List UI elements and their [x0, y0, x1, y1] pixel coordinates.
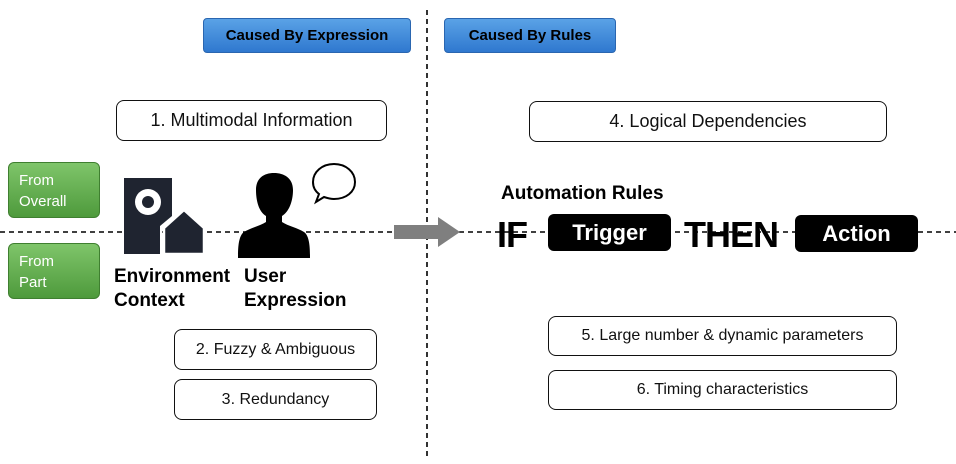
user-expression-label: User Expression — [244, 265, 354, 313]
tag-from-part: From Part — [8, 243, 100, 299]
environment-context-icon — [124, 178, 206, 256]
environment-context-label-line1: Environment — [114, 266, 231, 287]
user-expression-label-line2: Expression — [244, 290, 347, 311]
box-multimodal-information: 1. Multimodal Information — [116, 100, 387, 141]
box-logical-dependencies: 4. Logical Dependencies — [529, 101, 887, 142]
right-arrow-icon — [394, 217, 460, 247]
tag-from-part-line1: From — [19, 253, 54, 270]
user-expression-label-line1: User — [244, 266, 287, 287]
tag-from-overall-line1: From — [19, 172, 54, 189]
user-speaking-icon — [238, 162, 357, 258]
rule-if-keyword: IF — [497, 214, 528, 255]
tag-from-part-line2: Part — [19, 274, 47, 291]
environment-context-label-line2: Context — [114, 290, 185, 311]
rule-then-keyword: THEN — [684, 214, 779, 255]
box-timing-characteristics: 6. Timing characteristics — [548, 370, 897, 410]
environment-context-label: Environment Context — [114, 265, 244, 313]
box-large-number-parameters: 5. Large number & dynamic parameters — [548, 316, 897, 356]
box-fuzzy-ambiguous: 2. Fuzzy & Ambiguous — [174, 329, 377, 370]
tag-from-overall: From Overall — [8, 162, 100, 218]
trigger-pill: Trigger — [548, 214, 671, 251]
tag-from-overall-line2: Overall — [19, 193, 67, 210]
header-caused-by-expression: Caused By Expression — [203, 18, 411, 53]
header-caused-by-rules: Caused By Rules — [444, 18, 616, 53]
box-redundancy: 3. Redundancy — [174, 379, 377, 420]
automation-rules-title: Automation Rules — [501, 183, 664, 204]
action-pill: Action — [795, 215, 918, 252]
